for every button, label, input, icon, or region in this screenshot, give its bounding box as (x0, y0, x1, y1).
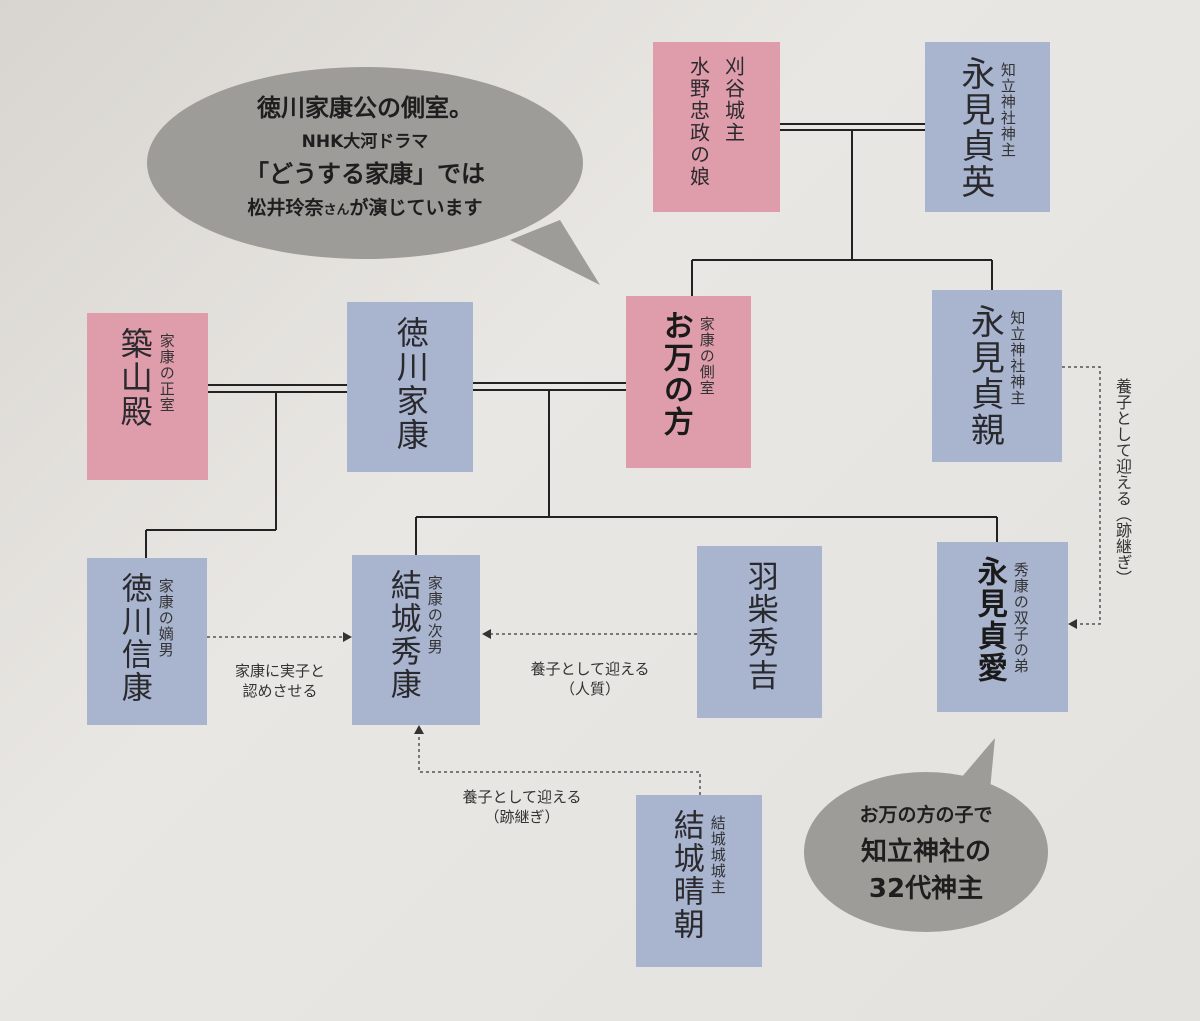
person-tokugawa-nobuyasu: 家康の嫡男 徳川信康 (87, 558, 207, 725)
top-bubble-text: 徳川家康公の側室。 NHK大河ドラマ 「どうする家康」では 松井玲奈さんが演じて… (175, 88, 555, 220)
bottom-speech-bubble-shape (804, 738, 1048, 932)
bottom-bubble-line-3: 32代神主 (868, 874, 984, 904)
person-name: 水野忠政の娘 (686, 56, 711, 188)
label-line: 養子として迎える (530, 660, 650, 678)
bubble-line-3: 「どうする家康」では (245, 160, 485, 188)
label-line: 養子として迎える (462, 788, 582, 806)
label-line: （人質） (559, 679, 620, 698)
person-name: 羽柴秀吉 (741, 560, 778, 692)
person-role: 家康の側室 (697, 316, 716, 396)
person-name: 結城晴朝 (667, 809, 704, 941)
person-name: 徳川家康 (391, 316, 430, 452)
person-oman-no-kata: 家康の側室 お万の方 (626, 296, 751, 468)
label-acknowledge-as-son: 家康に実子と 認めさせる (215, 662, 345, 701)
label-adopt-heir-yuki: 養子として迎える （跡継ぎ） (432, 788, 612, 827)
label-line: 認めさせる (242, 681, 318, 700)
person-nagami-sadachika: 知立神社神主 永見貞親 (932, 290, 1062, 462)
person-name: 結城秀康 (384, 569, 421, 701)
bottom-bubble-line-1: お万の方の子で (859, 804, 993, 826)
person-role: 結城城城主 (708, 815, 727, 895)
person-hashiba-hideyoshi: 羽柴秀吉 (697, 546, 822, 718)
person-name: お万の方 (657, 310, 693, 438)
person-role: 家康の嫡男 (156, 578, 175, 658)
person-nagami-sadahide: 知立神社神主 永見貞英 (925, 42, 1050, 212)
person-role: 知立神社神主 (1008, 310, 1027, 406)
bottom-bubble-line-2: 知立神社の (860, 837, 991, 867)
person-name: 築山殿 (115, 327, 154, 429)
person-name: 徳川信康 (115, 572, 152, 704)
label-line: （跡継ぎ） (484, 807, 560, 826)
person-yuki-hideyasu: 家康の次男 結城秀康 (352, 555, 480, 725)
person-name: 永見貞愛 (971, 556, 1007, 684)
person-tokugawa-ieyasu: 徳川家康 (347, 302, 473, 472)
bottom-bubble-text: お万の方の子で 知立神社の 32代神主 (810, 800, 1042, 905)
person-role: 家康の正室 (157, 333, 176, 413)
person-name: 永見貞親 (964, 304, 1005, 448)
bubble-line-2: NHK大河ドラマ (301, 132, 429, 152)
person-role: 知立神社神主 (998, 62, 1017, 158)
actress-name: 松井玲奈 (247, 197, 324, 219)
person-role: 秀康の双子の弟 (1011, 562, 1030, 674)
label-line: 家康に実子と (234, 662, 325, 680)
person-yuki-harutomo: 結城城城主 結城晴朝 (636, 795, 762, 967)
label-adopt-heir-nagami: 養子として迎える（跡継ぎ） (1113, 378, 1132, 586)
label-adopt-hostage: 養子として迎える （人質） (505, 660, 675, 699)
person-name: 永見貞英 (954, 56, 995, 200)
bubble-line-4-rest: が演じています (349, 197, 483, 219)
person-role: 刈谷城主 (721, 56, 746, 144)
bubble-line-1: 徳川家康公の側室。 (257, 94, 473, 122)
top-speech-bubble-shape (147, 67, 600, 285)
person-tsukiyama-dono: 家康の正室 築山殿 (87, 313, 208, 480)
person-nagami-sadachika-twin: 秀康の双子の弟 永見貞愛 (937, 542, 1068, 712)
honorific: さん (323, 203, 350, 218)
person-mizuno-daughter: 刈谷城主 水野忠政の娘 (653, 42, 780, 212)
person-role: 家康の次男 (425, 575, 444, 655)
